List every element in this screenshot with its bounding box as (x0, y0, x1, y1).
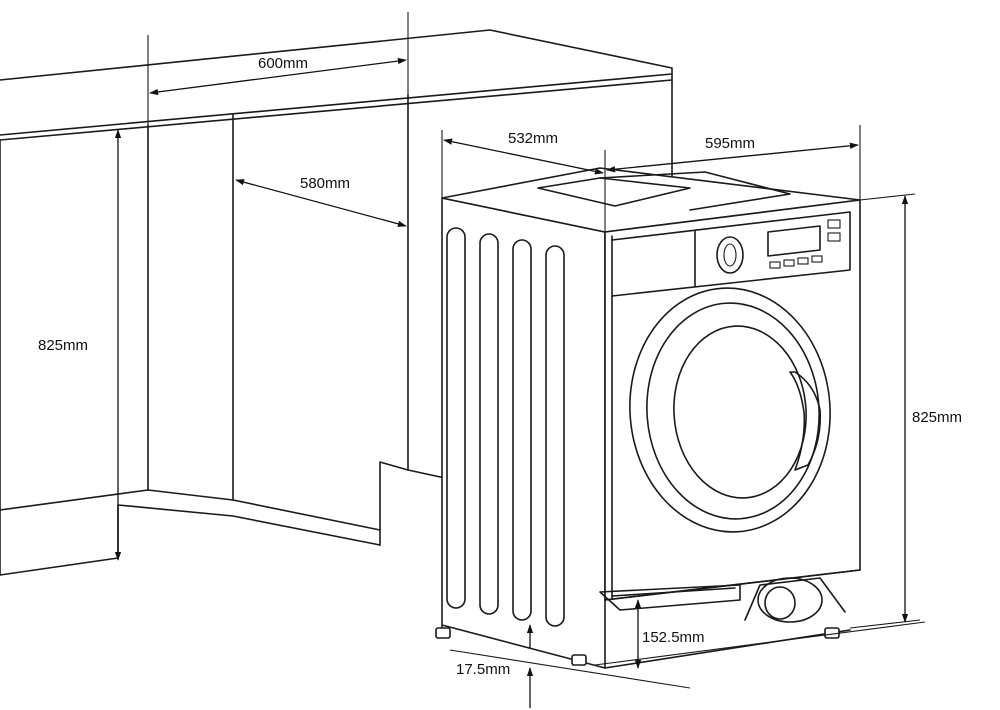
dimension-labels: 600mm 580mm 825mm 532mm 595mm 825mm 152.… (38, 55, 962, 678)
program-knob (716, 236, 744, 274)
cabinet-depth-label: 580mm (300, 175, 350, 192)
cabinet-width-line (149, 57, 407, 96)
display-panel (767, 219, 841, 269)
dimension-lines (114, 12, 921, 708)
machine-depth-label: 532mm (508, 130, 558, 147)
plinth (599, 569, 861, 623)
foot-height-label: 17.5mm (456, 661, 510, 678)
side-ribs (446, 227, 565, 627)
machine-width-line (606, 142, 859, 173)
washing-machine (435, 167, 926, 689)
machine-width-label: 595mm (705, 135, 755, 152)
machine-depth-line (443, 138, 604, 175)
machine-height-label: 825mm (912, 409, 962, 426)
cabinet-height-label: 825mm (38, 337, 88, 354)
door (629, 287, 831, 533)
cabinet-width-label: 600mm (258, 55, 308, 72)
cabinet-depth-line (235, 179, 407, 227)
kitchen-cabinet (0, 29, 673, 576)
plinth-height-label: 152.5mm (642, 629, 705, 646)
feet (435, 627, 840, 666)
